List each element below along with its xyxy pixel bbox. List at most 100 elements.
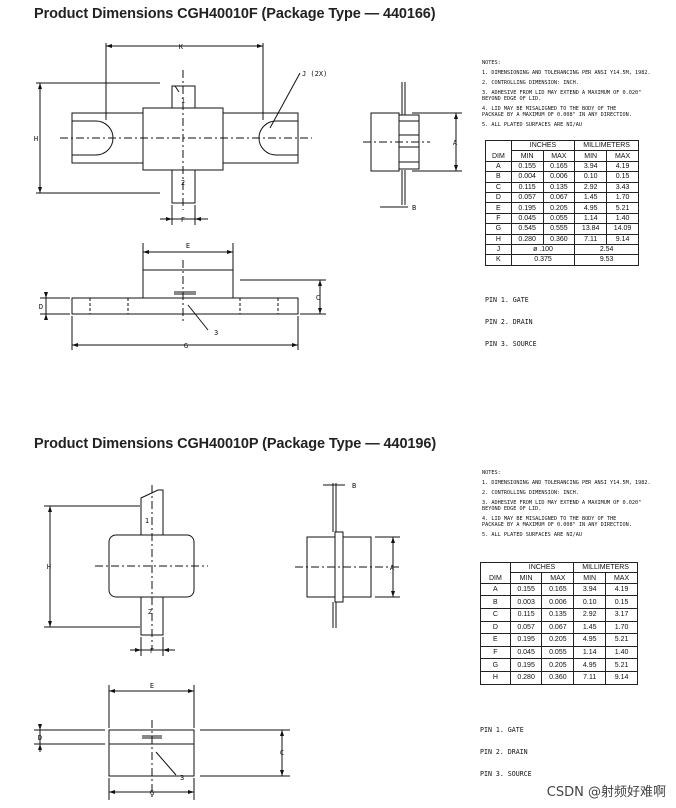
s2-note-1: 1. DIMENSIONING AND TOLERANCING PER ANSI… [482, 480, 651, 486]
s1-note-3: 3. ADHESIVE FROM LID MAY EXTEND A MAXIMU… [482, 90, 642, 102]
s1-pin-2: PIN 2. DRAIN [485, 318, 533, 327]
table-cell: 1.14 [573, 645, 607, 660]
s2-table-col-max-in: MAX [541, 572, 575, 584]
table-cell: C [480, 607, 511, 622]
s2-label-f: F [150, 647, 154, 655]
table-cell: F [480, 645, 511, 660]
s1-note-4: 4. LID MAY BE MISALIGNED TO THE BODY OF … [482, 106, 632, 118]
table-cell: 4.19 [605, 582, 638, 597]
table-cell: 4.95 [573, 633, 607, 647]
s1-label-c: C [316, 294, 320, 302]
table-cell: A [480, 582, 511, 597]
s1-label-pin3: 3 [214, 329, 218, 337]
s1-pin-3: PIN 3. SOURCE [485, 339, 537, 348]
s1-note-5: 5. ALL PLATED SURFACES ARE NI/AU [482, 122, 582, 128]
s1-note-2: 2. CONTROLLING DIMENSION: INCH. [482, 80, 579, 86]
table-cell: 0.15 [605, 595, 638, 609]
table-cell: 0.155 [509, 582, 543, 597]
s1-label-pin1: 1 [181, 97, 185, 105]
table-cell: 0.003 [509, 595, 543, 609]
s1-label-b: B [412, 204, 416, 212]
s2-notes-heading: NOTES: [482, 470, 501, 476]
table-cell: 1.40 [605, 645, 638, 660]
table-cell: 0.067 [541, 620, 575, 635]
s2-table-col-min-mm: MIN [573, 572, 607, 584]
s2-label-d: D [38, 734, 42, 742]
s1-label-h: H [34, 135, 38, 143]
table-cell: 0.057 [509, 620, 543, 635]
s1-note-1: 1. DIMENSIONING AND TOLERANCING PER ANSI… [482, 70, 651, 76]
s1-label-a: A [453, 139, 458, 147]
s1-label-g: G [184, 342, 188, 350]
table-cell: 0.006 [541, 595, 575, 609]
table-cell: 5.21 [605, 658, 638, 672]
s2-label-pin1: 1 [145, 517, 149, 525]
table-cell: 3.17 [605, 607, 638, 622]
s2-label-b: B [352, 482, 356, 490]
s2-label-h: H [47, 563, 51, 571]
s2-note-3: 3. ADHESIVE FROM LID MAY EXTEND A MAXIMU… [482, 500, 642, 512]
table-cell: 0.360 [541, 670, 575, 685]
s2-pin-3: PIN 3. SOURCE [480, 769, 532, 778]
watermark: CSDN @射频好难啊 [546, 785, 666, 800]
s2-table-inches-header: INCHES [509, 561, 575, 574]
table-cell: 2.92 [573, 607, 607, 622]
table-cell: D [480, 620, 511, 635]
table-cell: 1.45 [573, 620, 607, 635]
table-cell: 4.95 [573, 658, 607, 672]
s2-dimensions-table: DIM INCHES MILLIMETERS MIN MAX MIN MAX A… [480, 561, 638, 685]
s1-label-d: D [39, 303, 43, 311]
table-cell: 0.195 [509, 633, 543, 647]
table-cell: 1.70 [605, 620, 638, 635]
s2-label-pin2: 2 [148, 608, 152, 616]
table-cell: 0.10 [573, 595, 607, 609]
table-cell: 0.205 [541, 658, 575, 672]
table-cell: 9.53 [574, 254, 639, 266]
s2-notes: NOTES: 1. DIMENSIONING AND TOLERANCING P… [482, 470, 672, 542]
s1-notes: NOTES: 1. DIMENSIONING AND TOLERANCING P… [482, 60, 672, 132]
s2-label-c: C [280, 749, 284, 757]
table-row: K 0.375 9.53 [485, 254, 639, 266]
s2-label-e: E [150, 682, 154, 690]
table-cell: 0.205 [541, 633, 575, 647]
section2-title: Product Dimensions CGH40010P (Package Ty… [34, 436, 437, 452]
s2-label-a: A [390, 564, 395, 572]
table-cell: 0.055 [541, 645, 575, 660]
s2-label-pin3: 3 [180, 774, 184, 782]
s1-notes-heading: NOTES: [482, 60, 501, 66]
s2-pin-2: PIN 2. DRAIN [480, 748, 528, 757]
table-cell: H [480, 670, 511, 685]
table-cell: 0.045 [509, 645, 543, 660]
s2-table-mm-header: MILLIMETERS [573, 561, 638, 574]
table-cell: 0.195 [509, 658, 543, 672]
s1-label-j: J (2X) [302, 70, 327, 78]
s2-note-2: 2. CONTROLLING DIMENSION: INCH. [482, 490, 579, 496]
s1-pin-list: PIN 1. GATE PIN 2. DRAIN PIN 3. SOURCE [485, 283, 537, 355]
s1-label-e: E [186, 242, 190, 250]
s1-label-k: K [179, 43, 184, 51]
table-cell: 0.280 [509, 670, 543, 685]
s1-dimensions-table: DIM INCHES MILLIMETERS MIN MAX MIN MAX A… [485, 139, 639, 266]
table-cell: 5.21 [605, 633, 638, 647]
table-cell: G [480, 658, 511, 672]
s2-table-dim-header: DIM [480, 562, 511, 584]
s2-table-col-min-in: MIN [509, 572, 543, 584]
table-cell: 0.115 [509, 607, 543, 622]
s1-label-f: F [181, 216, 185, 224]
table-cell: B [480, 595, 511, 609]
s1-label-pin2: 2 [181, 179, 185, 187]
s2-pin-1: PIN 1. GATE [480, 726, 524, 735]
table-cell: 9.14 [605, 670, 638, 685]
table-cell: 0.135 [541, 607, 575, 622]
s2-note-5: 5. ALL PLATED SURFACES ARE NI/AU [482, 532, 582, 538]
